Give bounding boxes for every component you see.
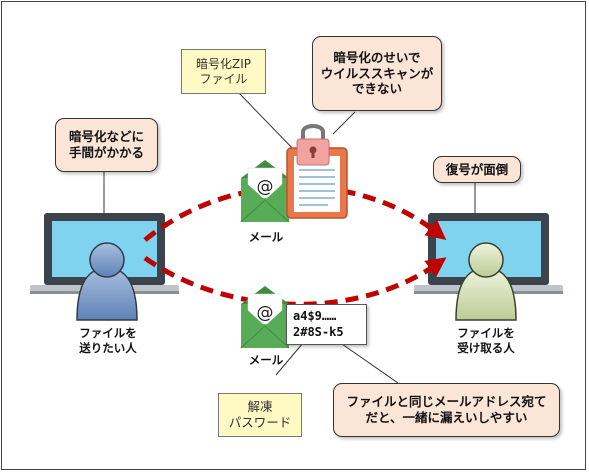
callout-zip-file: 暗号化ZIP ファイル xyxy=(181,49,266,94)
svg-text:@: @ xyxy=(257,177,274,197)
receiver-label: ファイルを 受け取る人 xyxy=(438,326,534,356)
callout-decrypt-hassle: 復号が面倒 xyxy=(433,156,521,183)
callout-unlock-password-line-1: 解凍 xyxy=(247,399,273,415)
callout-same-address-risk-line-1: ファイルと同じメールアドレス宛て xyxy=(346,394,547,410)
receiver-label-line-1: ファイルを xyxy=(457,326,515,340)
callout-encrypt-effort-line-1: 暗号化などに xyxy=(68,129,144,145)
callout-virus-scan: 暗号化のせいで ウイルススキャンが できない xyxy=(312,36,442,111)
mail-bottom-label: メール xyxy=(248,353,284,367)
callout-zip-file-line-1: 暗号化ZIP xyxy=(196,56,251,71)
callout-unlock-password: 解凍 パスワード xyxy=(218,393,302,437)
callout-encrypt-effort-line-2: 手間がかかる xyxy=(68,145,144,160)
callout-same-address-risk-line-2: だと、一緒に漏えいしやすい xyxy=(365,410,528,425)
password-sample-line-1: a4$9…… xyxy=(293,309,337,323)
callout-decrypt-hassle-text: 復号が面倒 xyxy=(445,161,509,177)
callout-virus-scan-line-2: ウイルススキャンが xyxy=(320,65,434,81)
callout-virus-scan-line-1: 暗号化のせいで xyxy=(333,50,421,66)
mail-top-label: メール xyxy=(248,230,284,244)
callout-unlock-password-line-2: パスワード xyxy=(228,415,292,430)
callout-virus-scan-line-3: できない xyxy=(351,81,402,97)
receiver-person-icon xyxy=(455,242,517,321)
sender-label-line-1: ファイルを xyxy=(79,326,137,340)
sender-label-line-2: 送りたい人 xyxy=(79,340,137,355)
svg-text:@: @ xyxy=(257,303,274,323)
connector-lines xyxy=(103,91,476,384)
callout-zip-file-line-2: ファイル xyxy=(199,71,248,86)
callout-encrypt-effort: 暗号化などに 手間がかかる xyxy=(55,118,158,172)
sender-person-icon xyxy=(76,242,138,321)
password-sample-box: a4$9…… 2#8S-k5 xyxy=(286,304,367,345)
mail-top-icon: @ xyxy=(240,160,290,223)
sender-label: ファイルを 送りたい人 xyxy=(60,326,156,356)
callout-same-address-risk: ファイルと同じメールアドレス宛て だと、一緒に漏えいしやすい xyxy=(333,383,560,437)
lock-icon xyxy=(296,124,330,166)
receiver-label-line-2: 受け取る人 xyxy=(457,340,515,355)
mail-bottom-icon: @ xyxy=(240,286,290,349)
password-sample-line-2: 2#8S-k5 xyxy=(293,325,344,340)
